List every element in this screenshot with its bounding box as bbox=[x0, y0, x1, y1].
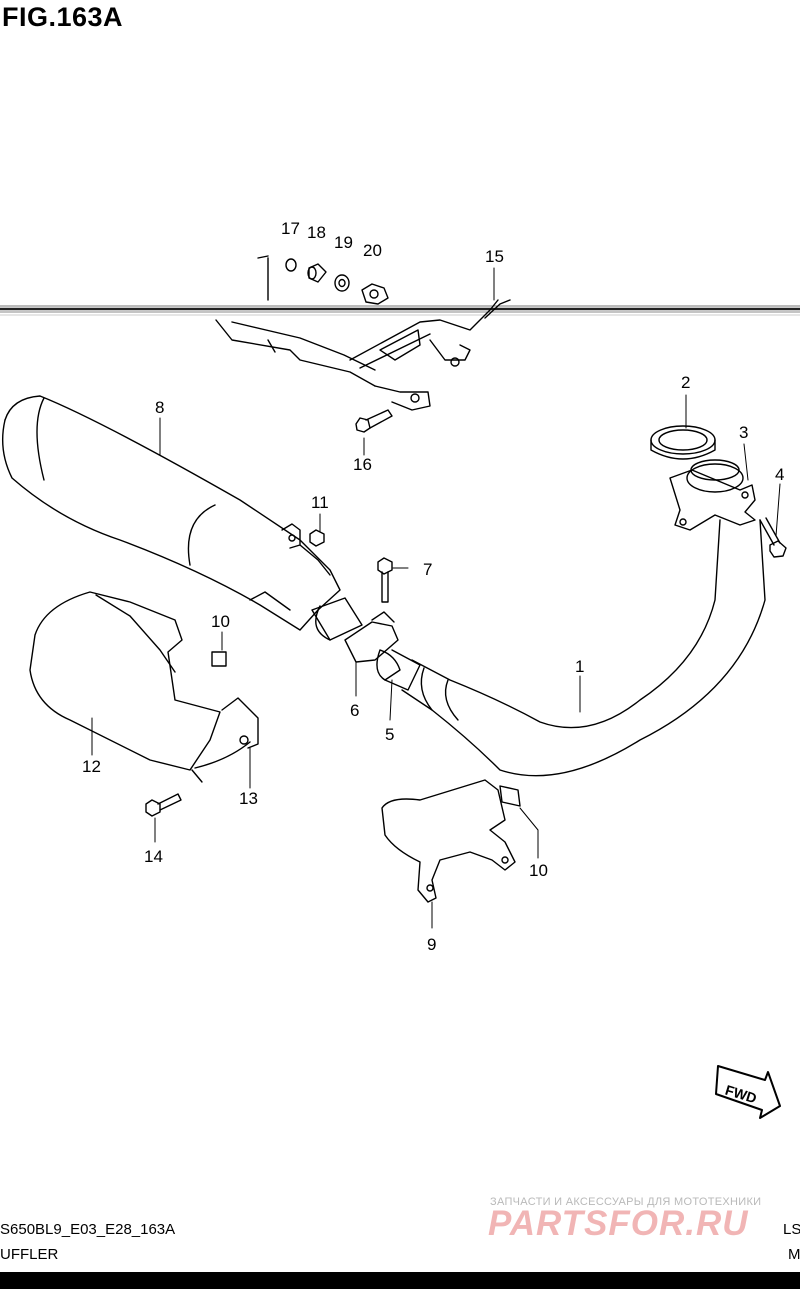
callout-15: 15 bbox=[485, 247, 504, 266]
part-14-bolt bbox=[145, 793, 182, 817]
part-3-flange bbox=[669, 459, 756, 531]
part-12-heat-shield bbox=[29, 591, 221, 783]
callout-19: 19 bbox=[334, 233, 353, 252]
part-9-bracket bbox=[381, 779, 516, 903]
figure-name: UFFLER bbox=[0, 1246, 59, 1263]
part-18-collar bbox=[307, 263, 327, 283]
callout-20: 20 bbox=[363, 241, 382, 260]
callout-1: 1 bbox=[575, 657, 584, 676]
part-7-bolt bbox=[377, 557, 393, 603]
callout-8: 8 bbox=[155, 398, 164, 417]
callout-12: 12 bbox=[82, 757, 101, 776]
callout-18: 18 bbox=[307, 223, 326, 242]
callout-9: 9 bbox=[427, 935, 436, 954]
callout-17: 17 bbox=[281, 219, 300, 238]
leader-lines bbox=[91, 267, 781, 929]
watermark-logo: PARTSFOR.RU bbox=[488, 1204, 749, 1243]
figure-code-right-fragment: LS bbox=[783, 1221, 800, 1238]
part-15-bracket bbox=[215, 255, 511, 411]
scan-tear-line bbox=[0, 305, 800, 316]
part-19-washer bbox=[334, 274, 350, 292]
part-17-grommet bbox=[285, 258, 297, 272]
callout-10-upper: 10 bbox=[211, 612, 230, 631]
part-1-exhaust-pipe bbox=[401, 519, 766, 777]
part-10-pad-lower bbox=[499, 785, 521, 807]
callout-6: 6 bbox=[350, 701, 359, 720]
part-11-bolt bbox=[309, 529, 325, 547]
part-13-clamp-band bbox=[194, 697, 259, 769]
callout-10-lower: 10 bbox=[529, 861, 548, 880]
callout-4: 4 bbox=[775, 465, 784, 484]
callout-13: 13 bbox=[239, 789, 258, 808]
part-16-bolt bbox=[355, 409, 393, 433]
callout-14: 14 bbox=[144, 847, 163, 866]
figure-name-right-fragment: M bbox=[788, 1246, 800, 1263]
part-8-muffler bbox=[2, 395, 341, 631]
part-2-gasket bbox=[650, 425, 716, 460]
callout-5: 5 bbox=[385, 725, 394, 744]
part-10-pad-upper bbox=[211, 651, 227, 667]
figure-code: S650BL9_E03_E28_163A bbox=[0, 1221, 176, 1238]
watermark-caption: ЗАПЧАСТИ И АКСЕССУАРЫ ДЛЯ МОТОТЕХНИКИ bbox=[490, 1196, 762, 1208]
part-4-bolt bbox=[759, 517, 787, 558]
part-5-gasket bbox=[376, 649, 421, 691]
callout-labels: 1 2 3 4 5 6 7 8 9 10 10 11 12 13 14 15 1… bbox=[82, 219, 784, 954]
fwd-arrow-icon: FWD bbox=[715, 1065, 781, 1119]
callout-16: 16 bbox=[353, 455, 372, 474]
figure-title: FIG.163A bbox=[2, 2, 124, 32]
callout-7: 7 bbox=[423, 560, 432, 579]
bottom-bar bbox=[0, 1272, 800, 1289]
callout-3: 3 bbox=[739, 423, 748, 442]
part-20-nut bbox=[361, 283, 389, 305]
callout-2: 2 bbox=[681, 373, 690, 392]
callout-11: 11 bbox=[311, 493, 329, 512]
